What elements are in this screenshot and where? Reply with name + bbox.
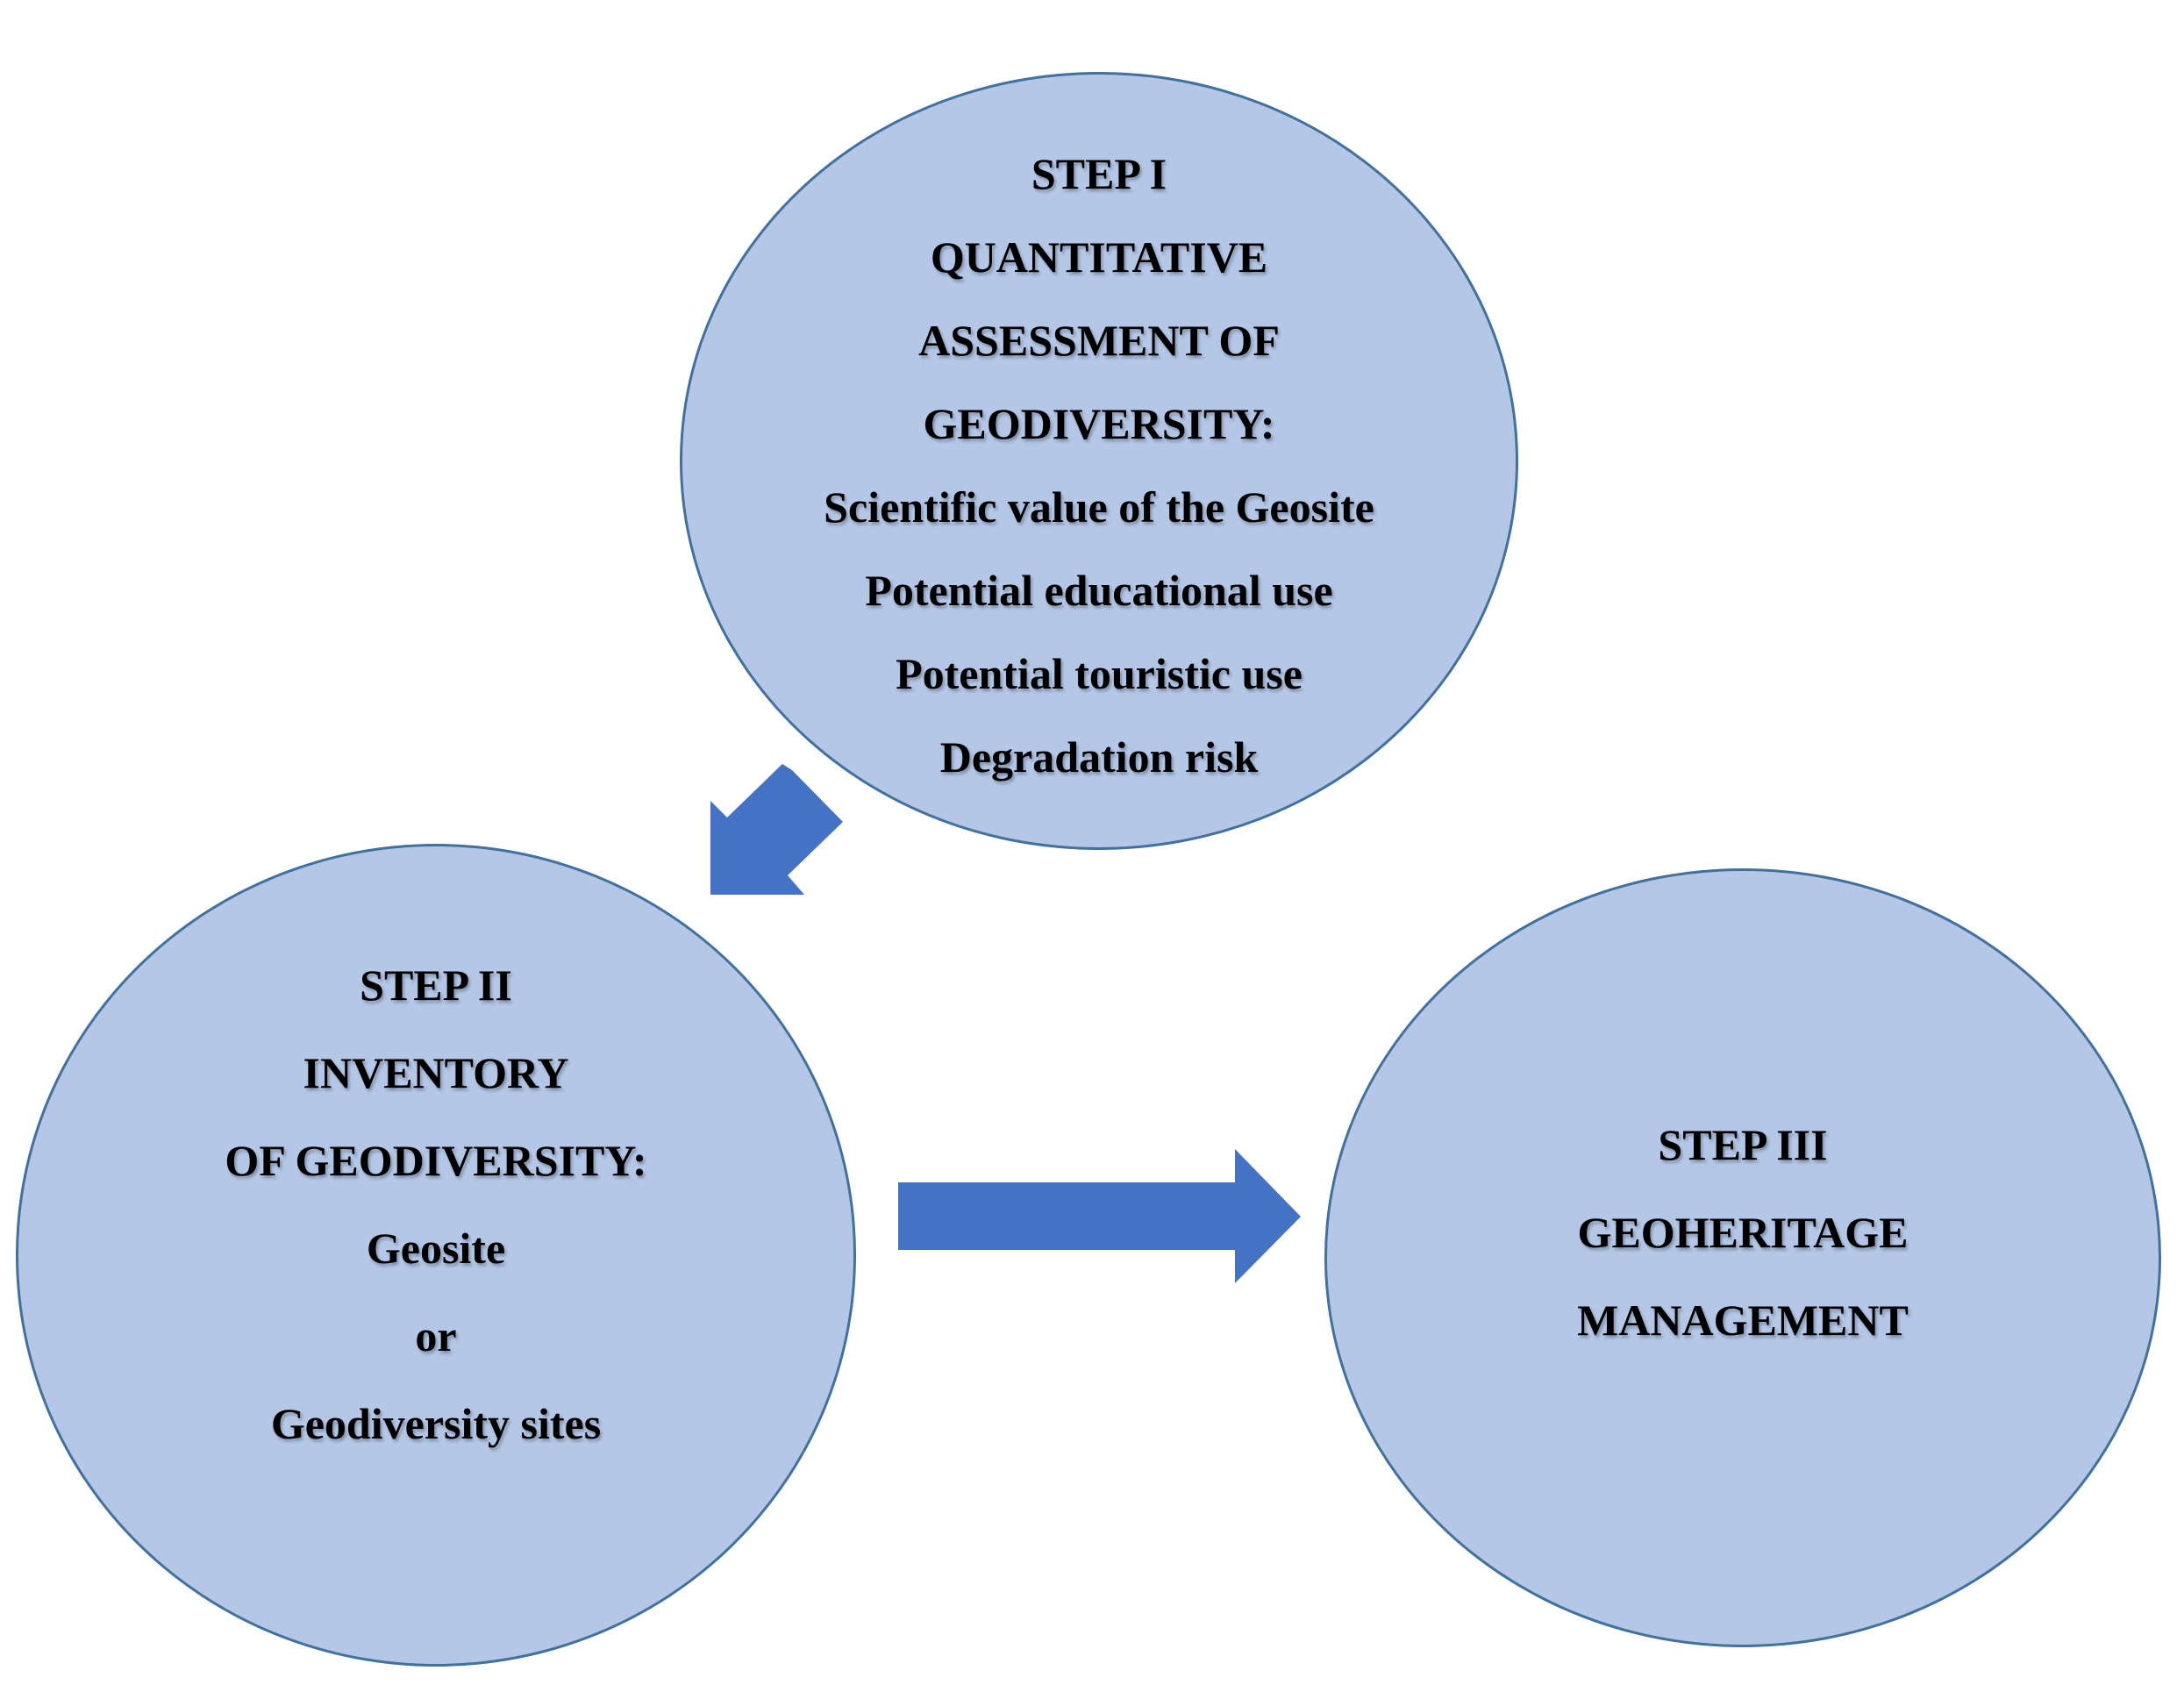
step1-criterion-educational: Potential educational use xyxy=(865,566,1333,615)
step2-circle: STEP II INVENTORY OF GEODIVERSITY: Geosi… xyxy=(16,844,856,1667)
step3-heading-line-2: MANAGEMENT xyxy=(1577,1296,1909,1345)
step1-circle: STEP I QUANTITATIVE ASSESSMENT OF GEODIV… xyxy=(680,72,1518,850)
step1-criterion-touristic: Potential touristic use xyxy=(896,649,1303,698)
step3-title: STEP III xyxy=(1658,1120,1828,1169)
arrow-step1-to-step2 xyxy=(710,764,843,895)
step1-criterion-degradation: Degradation risk xyxy=(939,732,1259,782)
step2-item-geosite: Geosite xyxy=(366,1224,506,1273)
step2-title: STEP II xyxy=(360,960,512,1010)
step2-heading-line-1: INVENTORY xyxy=(303,1048,569,1097)
step2-item-geodiversity-sites: Geodiversity sites xyxy=(270,1399,602,1448)
step3-circle: STEP III GEOHERITAGE MANAGEMENT xyxy=(1324,868,2161,1647)
step3-heading-line-1: GEOHERITAGE xyxy=(1577,1208,1909,1257)
step2-item-or: or xyxy=(415,1311,457,1360)
step2-heading-line-2: OF GEODIVERSITY: xyxy=(225,1136,647,1185)
step1-heading-line-3: GEODIVERSITY: xyxy=(923,399,1275,448)
step1-criterion-scientific: Scientific value of the Geosite xyxy=(824,482,1374,532)
arrow-step2-to-step3 xyxy=(898,1149,1301,1283)
step1-heading-line-1: QUANTITATIVE xyxy=(930,232,1268,282)
step1-title: STEP I xyxy=(1031,149,1167,198)
step1-heading-line-2: ASSESSMENT OF xyxy=(918,316,1280,365)
